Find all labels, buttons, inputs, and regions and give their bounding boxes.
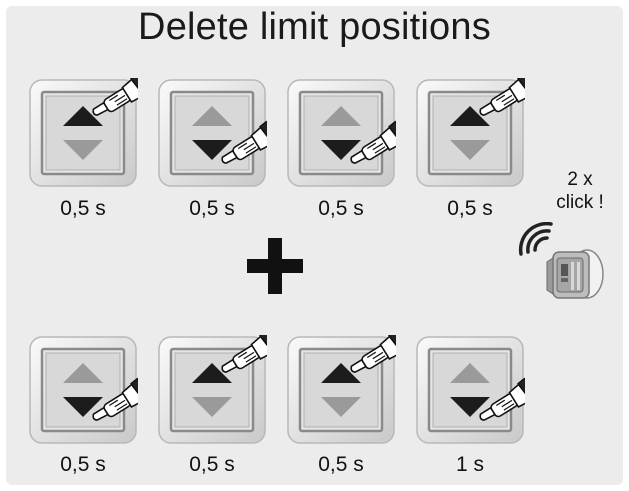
arrow-up-icon (192, 106, 232, 126)
page-title: Delete limit positions (138, 6, 491, 48)
press-duration-label: 0,5 s (60, 453, 106, 476)
arrow-up-icon (192, 363, 232, 383)
pointing-hand-icon (221, 120, 267, 164)
arrow-up-icon (63, 106, 103, 126)
wall-switch-button[interactable] (157, 335, 267, 445)
pointing-hand-icon (479, 78, 525, 116)
arrow-down-icon (192, 397, 232, 417)
pointing-hand-icon (350, 120, 396, 164)
wall-switch-button[interactable] (415, 335, 525, 445)
pointing-hand-icon (92, 78, 138, 116)
press-duration-label: 0,5 s (60, 197, 106, 220)
press-duration-label: 0,5 s (318, 197, 364, 220)
remote-device-icon (546, 249, 604, 299)
radio-signal-icon (518, 222, 553, 256)
plus-icon (247, 238, 303, 294)
pointing-hand-icon (350, 335, 396, 373)
arrow-down-icon (450, 140, 490, 160)
press-duration-label: 0,5 s (189, 197, 235, 220)
arrow-up-icon (321, 106, 361, 126)
arrow-down-icon (192, 140, 232, 160)
arrow-down-icon (63, 397, 103, 417)
click-instruction: 2 x click ! (540, 168, 620, 214)
press-duration-label: 0,5 s (447, 197, 493, 220)
arrow-up-icon (63, 363, 103, 383)
click-action-label: click ! (556, 192, 604, 213)
arrow-down-icon (450, 397, 490, 417)
press-duration-label: 0,5 s (318, 453, 364, 476)
wall-switch-button[interactable] (286, 78, 396, 188)
remote-device[interactable] (513, 222, 613, 312)
arrow-up-icon (450, 106, 490, 126)
arrow-down-icon (63, 140, 103, 160)
arrow-up-icon (321, 363, 361, 383)
pointing-hand-icon (479, 377, 525, 421)
pointing-hand-icon (221, 335, 267, 373)
click-count-label: 2 x (567, 169, 593, 190)
pointing-hand-icon (92, 377, 138, 421)
arrow-up-icon (450, 363, 490, 383)
wall-switch-button[interactable] (157, 78, 267, 188)
wall-switch-button[interactable] (286, 335, 396, 445)
wall-switch-button[interactable] (28, 78, 138, 188)
wall-switch-button[interactable] (415, 78, 525, 188)
wall-switch-button[interactable] (28, 335, 138, 445)
press-duration-label: 1 s (455, 453, 484, 476)
press-duration-label: 0,5 s (189, 453, 235, 476)
arrow-down-icon (321, 140, 361, 160)
arrow-down-icon (321, 397, 361, 417)
